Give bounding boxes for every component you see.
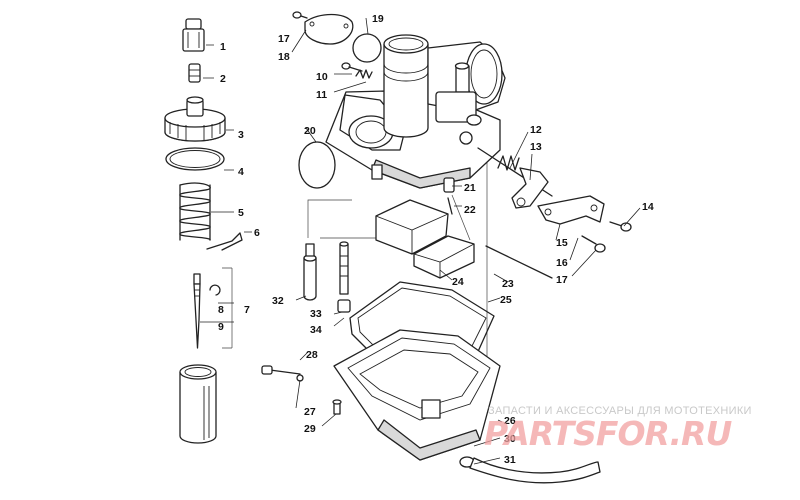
- part-12-spring: [497, 155, 520, 171]
- callout-6: 6: [254, 227, 260, 239]
- part-28-drain-screw: [261, 365, 301, 375]
- part-1-cap-nut: [182, 18, 205, 52]
- part-15-bracket: [537, 195, 605, 225]
- callout-10: 10: [316, 71, 328, 83]
- callout-29: 29: [304, 423, 316, 435]
- part-24-float: [375, 199, 475, 279]
- part-9-needle: [193, 273, 201, 349]
- part-2-adjuster: [188, 63, 201, 83]
- callout-20: 20: [304, 125, 316, 137]
- callout-7: 7: [244, 304, 250, 316]
- callout-11: 11: [316, 89, 327, 101]
- float-bowl: [333, 329, 501, 461]
- callout-17-right: 17: [556, 274, 568, 286]
- part-5-spring: [179, 182, 211, 241]
- slide-throttle-valve: [179, 364, 217, 444]
- part-18-cover-plate: [304, 13, 354, 45]
- callout-19: 19: [372, 13, 384, 25]
- leader-lines: [200, 17, 641, 465]
- part-19-gasket: [352, 33, 382, 63]
- part-22-pin: [447, 197, 453, 215]
- part-23-float-pin: [485, 245, 553, 279]
- part-13-lever: [511, 167, 549, 209]
- callout-labels: 1 2 3 4 5 6 7 8 9 10 11 12 13 14 15 16 1…: [218, 13, 654, 466]
- part-6-clip: [206, 232, 243, 251]
- part-32-needle-jet: [303, 243, 317, 301]
- callout-16: 16: [556, 257, 568, 269]
- callout-9: 9: [218, 321, 224, 333]
- callout-8: 8: [218, 304, 224, 316]
- callout-32: 32: [272, 295, 284, 307]
- part-11-spring-screw: [355, 69, 373, 79]
- callout-2: 2: [220, 73, 226, 85]
- callout-26: 26: [504, 415, 516, 427]
- part-8-e-clip: [209, 284, 221, 296]
- part-29-screw: [332, 399, 342, 415]
- part-34-main-jet: [337, 299, 351, 313]
- part-3-top-cap: [164, 96, 226, 142]
- callout-4: 4: [238, 166, 244, 178]
- callout-3: 3: [238, 129, 244, 141]
- part-14-screw: [609, 221, 632, 232]
- part-4-o-ring: [165, 147, 225, 171]
- callout-15: 15: [556, 237, 568, 249]
- callout-28: 28: [306, 349, 318, 361]
- callout-34: 34: [310, 324, 322, 336]
- part-33-emulsion-tube: [339, 241, 349, 295]
- callout-30: 30: [504, 433, 516, 445]
- callout-13: 13: [530, 141, 542, 153]
- part-16-screw: [581, 235, 606, 253]
- callout-31: 31: [504, 454, 516, 466]
- callout-24: 24: [452, 276, 464, 288]
- callout-22: 22: [464, 204, 476, 216]
- watermark-caption: ЗАПАСТИ И АКСЕССУАРЫ ДЛЯ МОТОТЕХНИКИ: [488, 405, 752, 417]
- watermark-logo: PARTSFOR.RU: [484, 414, 732, 453]
- callout-27: 27: [304, 406, 316, 418]
- part-17-screw-top: [292, 11, 308, 19]
- part-10-screw: [341, 62, 363, 72]
- callout-33: 33: [310, 308, 322, 320]
- callout-14: 14: [642, 201, 654, 213]
- callout-23: 23: [502, 278, 514, 290]
- carburetor-body: [325, 34, 553, 197]
- part-20-o-ring: [298, 141, 336, 189]
- callout-25: 25: [500, 294, 512, 306]
- part-31-drain-hose: [469, 457, 601, 484]
- callout-21: 21: [464, 182, 476, 194]
- part-21-jet: [443, 177, 455, 193]
- callout-1: 1: [220, 41, 226, 53]
- callout-18: 18: [278, 51, 290, 63]
- callout-17-top: 17: [278, 33, 290, 45]
- callout-5: 5: [238, 207, 244, 219]
- callout-12: 12: [530, 124, 542, 136]
